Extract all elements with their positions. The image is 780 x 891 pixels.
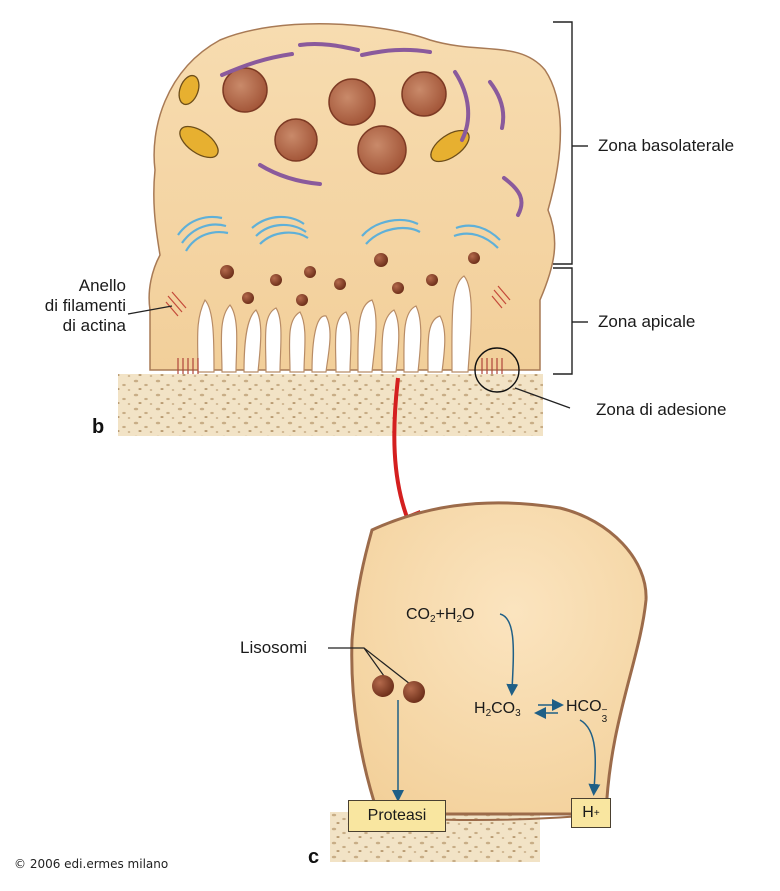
osteoclast-detail — [350, 501, 648, 816]
label-zona-adesione: Zona di adesione — [596, 400, 727, 419]
co2-sub: 2 — [430, 614, 436, 625]
ruffled-border — [196, 275, 472, 373]
plus-sign: + — [435, 606, 445, 623]
h-ion-charge: + — [593, 807, 600, 819]
actin-ring-left — [165, 291, 187, 317]
label-zona-basolaterale: Zona basolaterale — [598, 136, 735, 155]
h2co3-co: CO — [491, 700, 516, 717]
proton-arrow — [579, 719, 601, 796]
actin-sealing-zone — [177, 358, 503, 374]
lysosomes-b — [220, 252, 480, 306]
endoplasmic-reticulum — [220, 41, 524, 217]
panel-letter-b: b — [92, 416, 105, 438]
anello-line-3: di actina — [62, 316, 126, 335]
label-lisosomi: Lisosomi — [240, 638, 308, 657]
anello-leader — [127, 305, 173, 315]
h2co3-sub3: 3 — [515, 708, 521, 719]
h-ion-symbol: H — [582, 804, 594, 821]
box-proteasi: Proteasi — [348, 800, 446, 832]
label-zona-apicale: Zona apicale — [598, 312, 696, 331]
zoom-arrow — [392, 377, 410, 521]
formula-co2-h2o: CO2+H2O — [406, 606, 474, 625]
hydration-arrow — [499, 613, 519, 696]
h2o-h: H — [444, 606, 457, 623]
formula-hco3: HCO−3 — [566, 698, 608, 725]
panel-letter-c: c — [308, 846, 320, 868]
lysosomes-c — [372, 675, 425, 703]
box-h-ion: H+ — [571, 798, 611, 828]
formula-h2co3: H2CO3 — [474, 700, 521, 719]
copyright-notice: © 2006 edi.ermes milano — [14, 857, 169, 871]
h2co3-h: H — [474, 700, 486, 717]
anello-line-1: Anello — [78, 276, 126, 295]
adesione-leader — [514, 387, 571, 409]
co2-text: CO — [406, 606, 430, 623]
hco3-charge-stack: −3 — [601, 705, 608, 725]
h2o-sub: 2 — [456, 614, 463, 625]
nuclei — [222, 67, 447, 175]
label-anello-actina: Anello di filamenti di actina — [6, 276, 126, 336]
golgi — [177, 215, 501, 252]
h2co3-sub2: 2 — [485, 708, 492, 719]
zoom-circle — [474, 347, 520, 393]
hco3-sup: − — [601, 705, 608, 716]
lisosomi-leader — [328, 647, 411, 685]
mitochondria — [178, 74, 470, 163]
h2o-o: O — [462, 606, 475, 623]
bone-matrix-b — [118, 374, 543, 436]
actin-ring-right — [491, 285, 511, 309]
hco3-sub: 3 — [601, 714, 608, 725]
hco3-text: HCO — [566, 698, 602, 715]
bracket-basolaterale — [553, 21, 588, 265]
bracket-apicale — [553, 267, 588, 375]
anello-line-2: di filamenti — [44, 296, 126, 315]
